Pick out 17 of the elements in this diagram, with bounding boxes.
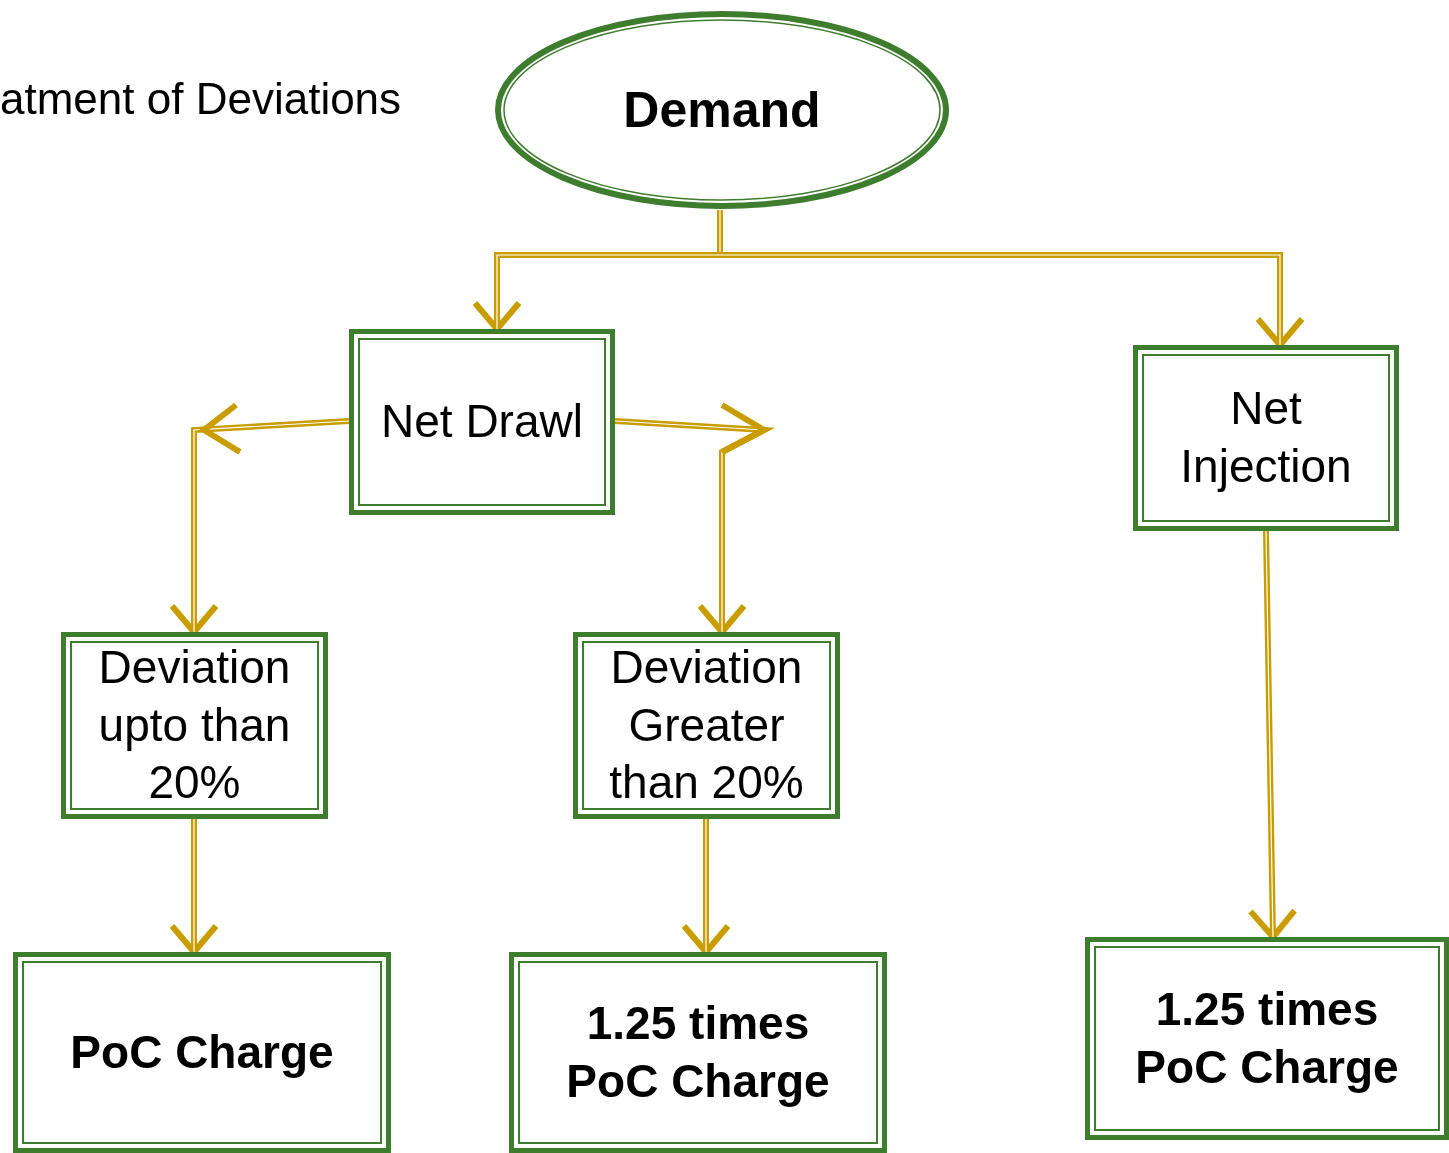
node-label: Net Drawl — [381, 394, 583, 449]
process-box — [13, 952, 391, 1153]
process-box — [1085, 937, 1449, 1140]
node-label: Demand — [623, 80, 821, 140]
start-ellipse — [494, 10, 950, 210]
node-label: 1.25 times PoC Charge — [565, 995, 831, 1109]
process-box — [573, 632, 840, 819]
process-box — [509, 952, 887, 1153]
node-label: 1.25 times PoC Charge — [1134, 981, 1400, 1095]
node-label: Deviation upto than 20% — [97, 639, 292, 811]
process-box — [349, 329, 615, 515]
node-label: Deviation Greater than 20% — [608, 639, 805, 811]
title: atment of Deviations — [0, 74, 402, 124]
node-label: PoC Charge — [70, 1024, 334, 1080]
process-box — [61, 632, 328, 819]
node-label: Net Injection — [1179, 381, 1353, 494]
process-box — [1133, 345, 1399, 531]
